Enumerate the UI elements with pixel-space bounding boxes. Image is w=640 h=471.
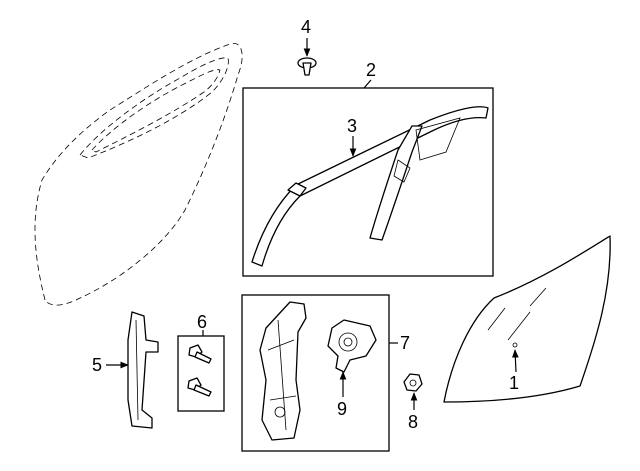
- box-regulator: [241, 294, 390, 452]
- callout-1: 1: [509, 373, 519, 393]
- callout-7: 7: [400, 333, 410, 353]
- door-shell-outline: [34, 42, 243, 306]
- callout-6: 6: [197, 312, 207, 332]
- nut-part: [403, 373, 423, 392]
- callout-5: 5: [92, 355, 102, 375]
- callout-3: 3: [347, 116, 357, 136]
- leader-lines: [106, 38, 519, 410]
- door-glass-part: [443, 235, 611, 403]
- callout-8: 8: [408, 412, 418, 432]
- callout-2: 2: [366, 60, 376, 80]
- box-run-channel: [242, 87, 494, 277]
- regulator-motor-part: [327, 319, 377, 373]
- bolt-lower: [187, 377, 212, 397]
- callout-9: 9: [337, 399, 347, 419]
- bolt-upper: [188, 344, 212, 364]
- run-channel-part: [251, 106, 489, 267]
- clip-part: [297, 57, 317, 76]
- callout-4: 4: [301, 17, 311, 37]
- guide-rail-part: [127, 311, 159, 429]
- window-regulator-part: [259, 301, 307, 441]
- box-bolts: [177, 335, 225, 412]
